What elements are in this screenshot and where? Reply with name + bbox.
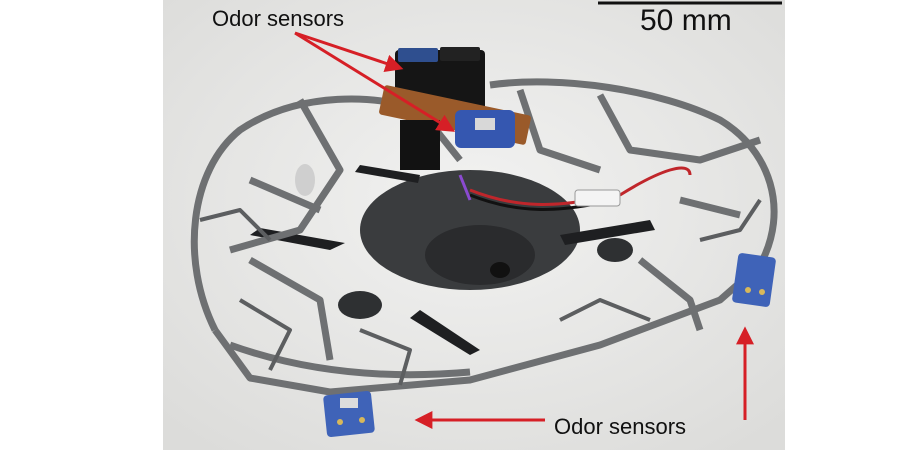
annotation-arrows xyxy=(294,31,754,429)
sensor-left xyxy=(323,391,375,437)
top-sensor-stack xyxy=(379,47,531,170)
arrow-top-2 xyxy=(294,31,456,132)
wiring xyxy=(458,166,692,211)
sensor-right xyxy=(732,253,776,307)
odor-sensors-label-bottom: Odor sensors xyxy=(554,414,687,439)
scale-bar-label: 50 mm xyxy=(640,4,732,37)
protective-cage xyxy=(190,78,778,396)
drone-body xyxy=(250,164,655,355)
odor-sensors-label-top: Odor sensors xyxy=(212,6,345,31)
arrow-top-1 xyxy=(294,31,404,72)
